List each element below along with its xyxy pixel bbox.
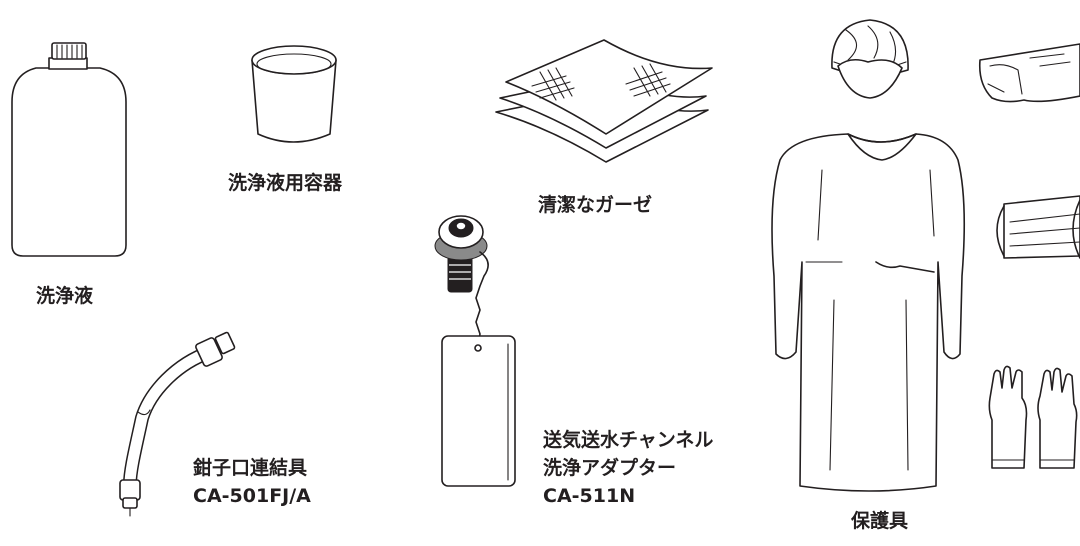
air-water-adapter-line1: 送気送水チャンネル	[543, 429, 714, 451]
solution-container-cup	[251, 45, 337, 143]
cleaning-solution-bottle	[11, 42, 127, 257]
hair-cap	[831, 19, 909, 99]
protective-gown	[771, 133, 966, 492]
air-water-adapter-line2: 洗浄アダプター	[543, 457, 677, 479]
forceps-port-connector-model: CA-501FJ/A	[193, 485, 311, 507]
clean-gauze-stack	[495, 39, 713, 163]
forceps-port-connector-name: 鉗子口連結具	[193, 457, 308, 479]
protective-equipment-label: 保護具	[851, 510, 909, 532]
surgical-mask	[996, 195, 1080, 259]
cleaning-solution-label: 洗浄液	[36, 285, 94, 307]
solution-container-label: 洗浄液用容器	[228, 172, 343, 194]
protective-gloves	[988, 365, 1078, 469]
clean-gauze-label: 清潔なガーゼ	[538, 194, 653, 216]
air-water-cleaning-adapter	[434, 215, 516, 487]
air-water-adapter-model: CA-511N	[543, 485, 636, 507]
forceps-port-connector-tube	[119, 331, 236, 517]
protective-goggles	[978, 43, 1080, 103]
